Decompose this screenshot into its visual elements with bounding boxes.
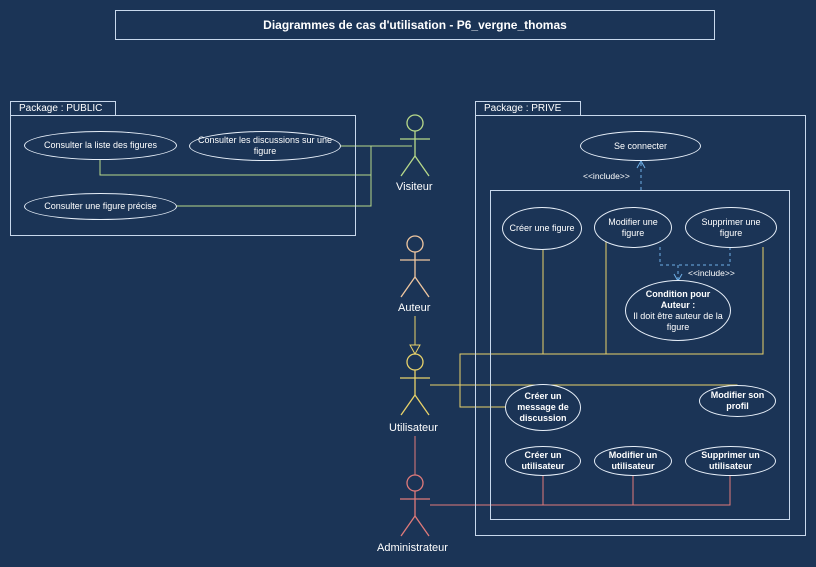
condition-text: Il doit être auteur de la figure	[633, 310, 723, 332]
visiteur-actor-icon[interactable]	[400, 114, 430, 177]
diagram-title: Diagrammes de cas d'utilisation - P6_ver…	[115, 10, 715, 40]
include-login-arrowhead	[636, 159, 646, 169]
uc-modifier-profil[interactable]: Modifier son profil	[699, 385, 776, 417]
uc-se-connecter[interactable]: Se connecter	[580, 131, 701, 161]
utilisateur-actor-icon[interactable]	[400, 353, 430, 416]
uc-consulter-figure-precise[interactable]: Consulter une figure précise	[24, 193, 177, 220]
package-public	[10, 115, 356, 236]
administrateur-actor-icon[interactable]	[400, 474, 430, 537]
include-login-label: <<include>>	[583, 171, 630, 181]
auteur-actor-icon[interactable]	[400, 235, 430, 298]
uc-supprimer-figure[interactable]: Supprimer une figure	[685, 207, 777, 248]
uc-consulter-discussions[interactable]: Consulter les discussions sur une figure	[189, 131, 341, 161]
uc-modifier-figure[interactable]: Modifier une figure	[594, 207, 672, 248]
uc-condition-auteur[interactable]: Condition pour Auteur : Il doit être aut…	[625, 280, 731, 341]
actor-utilisateur-label: Utilisateur	[388, 422, 439, 434]
uc-creer-message-discussion[interactable]: Créer un message de discussion	[505, 384, 581, 431]
actor-auteur-label: Auteur	[397, 302, 432, 314]
package-prive	[475, 115, 806, 536]
uc-creer-utilisateur[interactable]: Créer un utilisateur	[505, 446, 581, 476]
generalization-auteur-utilisateur	[409, 316, 421, 356]
include-condition-label: <<include>>	[688, 268, 735, 278]
package-prive-tab: Package : PRIVE	[475, 101, 581, 116]
include-condition-arrow	[659, 247, 731, 280]
uc-creer-figure[interactable]: Créer une figure	[502, 207, 582, 250]
actor-visiteur-label: Visiteur	[395, 181, 434, 193]
administrateur-associations	[430, 475, 731, 506]
condition-title: Condition pour Auteur :	[645, 288, 711, 310]
uc-supprimer-utilisateur[interactable]: Supprimer un utilisateur	[685, 446, 776, 476]
private-inner-boundary	[490, 190, 790, 520]
package-public-tab: Package : PUBLIC	[10, 101, 116, 116]
actor-administrateur-label: Administrateur	[376, 542, 449, 554]
uc-consulter-liste-figures[interactable]: Consulter la liste des figures	[24, 131, 177, 160]
uc-modifier-utilisateur[interactable]: Modifier un utilisateur	[594, 446, 672, 476]
